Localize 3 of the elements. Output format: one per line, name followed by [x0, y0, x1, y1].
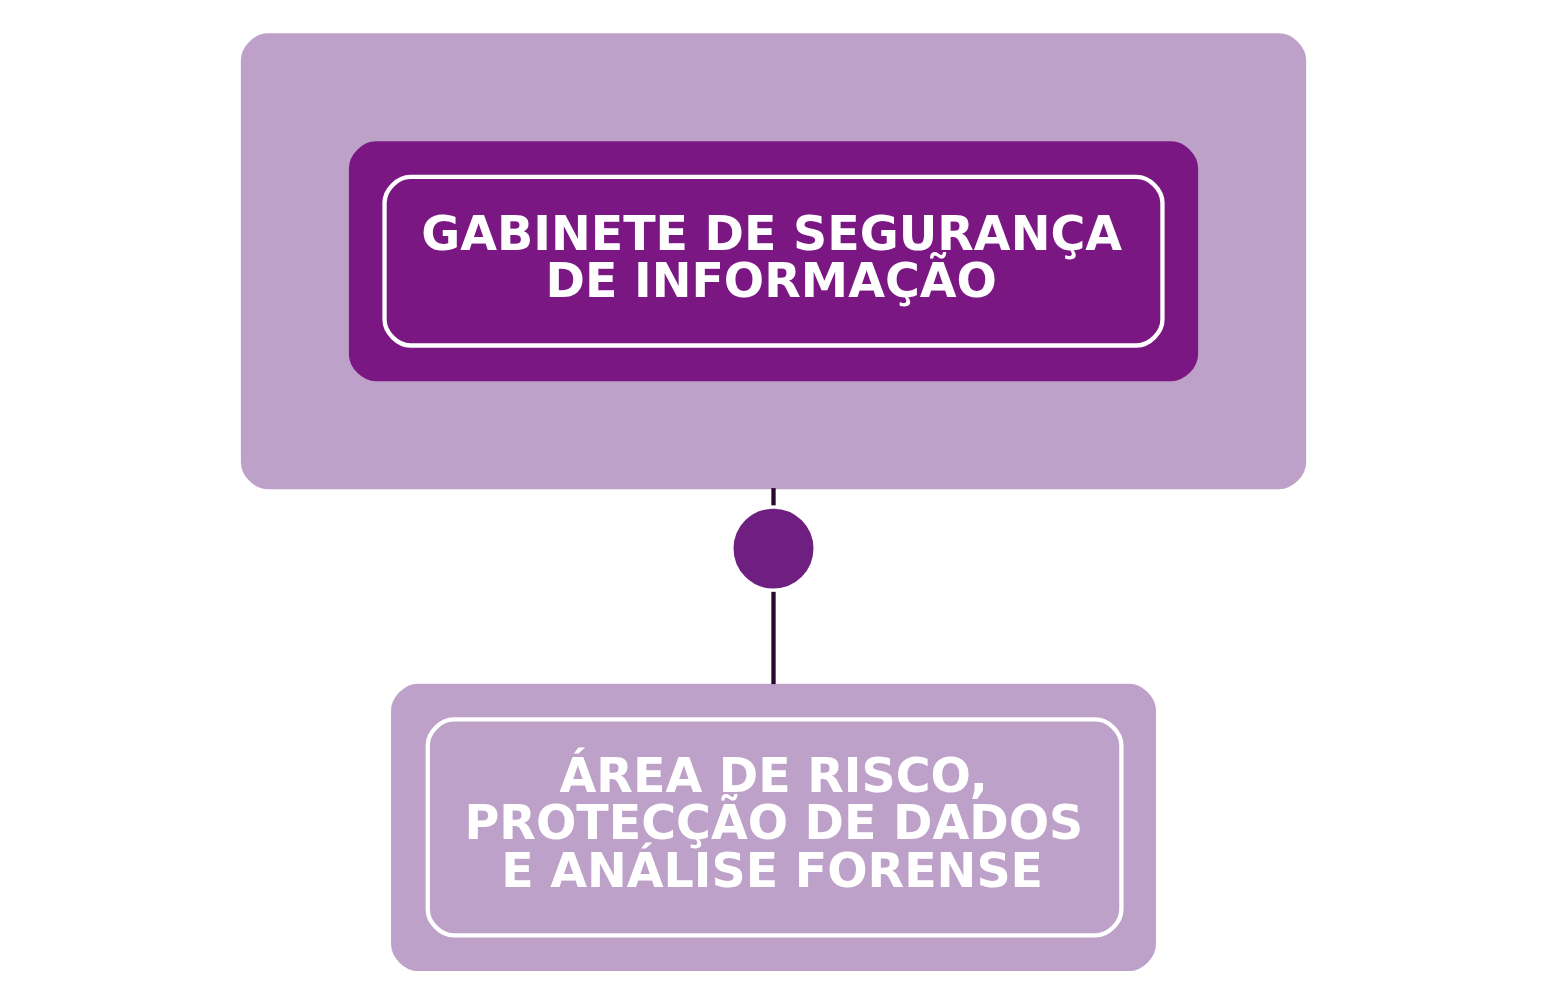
connector: [770, 591, 776, 685]
cluster: [240, 33, 1306, 490]
connector: [770, 488, 776, 506]
